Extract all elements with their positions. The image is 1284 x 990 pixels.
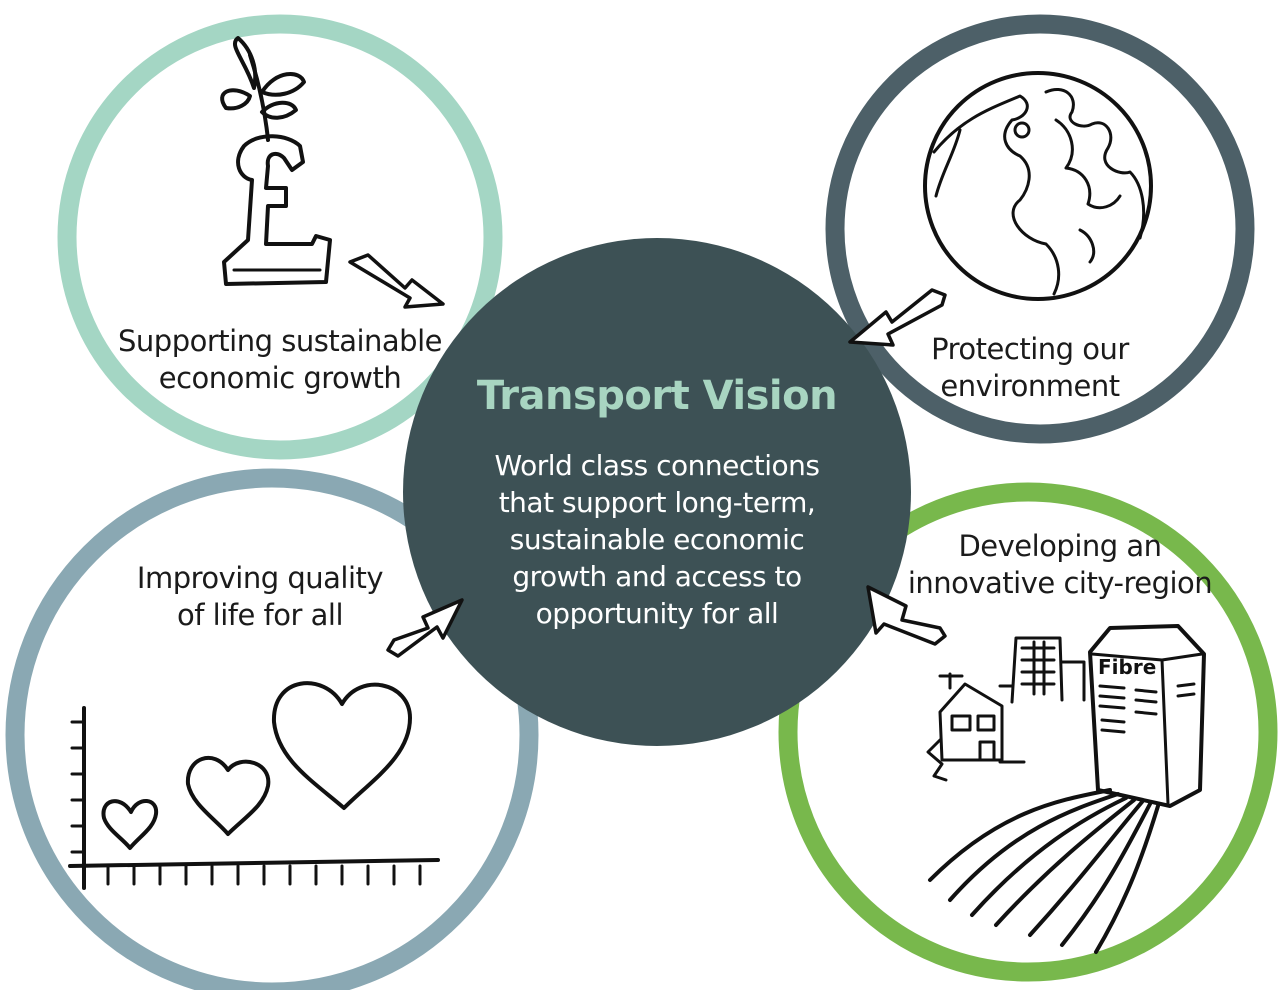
arrow-quality-icon (386, 598, 464, 658)
environment-label-line-1: Protecting our (931, 332, 1129, 366)
globe-icon (923, 71, 1153, 301)
center-body: World class connections that support lon… (447, 447, 867, 632)
center-body-line-4: growth and access to (512, 560, 802, 593)
center-body-line-1: World class connections (494, 449, 820, 482)
arrow-growth-icon (348, 253, 445, 309)
growth-ring (57, 14, 503, 460)
innovation-label-line-1: Developing an (958, 529, 1162, 563)
quality-label: Improving quality of life for all (110, 560, 410, 634)
center-body-line-5: opportunity for all (535, 597, 779, 630)
fibre-cabinet-label: Fibre (1098, 655, 1156, 679)
center-circle (403, 238, 911, 746)
environment-ring (825, 14, 1255, 444)
growth-label-line-1: Supporting sustainable (118, 324, 442, 358)
growth-label-line-2: economic growth (158, 361, 402, 395)
arrow-innovation-icon (866, 585, 947, 646)
environment-label-line-2: environment (940, 369, 1120, 403)
pound-plant-icon (220, 36, 332, 286)
center-title: Transport Vision (476, 373, 838, 419)
center-body-line-2: that support long-term, (498, 486, 816, 519)
growth-label: Supporting sustainable economic growth (100, 323, 460, 397)
center-body-line-3: sustainable economic (509, 523, 805, 556)
quality-label-line-2: of life for all (176, 598, 344, 632)
arrow-environment-icon (848, 288, 947, 347)
hearts-chart-icon (68, 681, 440, 890)
quality-ring (5, 468, 539, 990)
innovation-ring (778, 482, 1278, 982)
environment-label: Protecting our environment (880, 331, 1180, 405)
fibre-city-icon: Fibre (926, 624, 1206, 954)
innovation-label: Developing an innovative city-region (880, 528, 1240, 602)
quality-label-line-1: Improving quality (136, 561, 384, 595)
innovation-label-line-2: innovative city-region (907, 566, 1213, 600)
